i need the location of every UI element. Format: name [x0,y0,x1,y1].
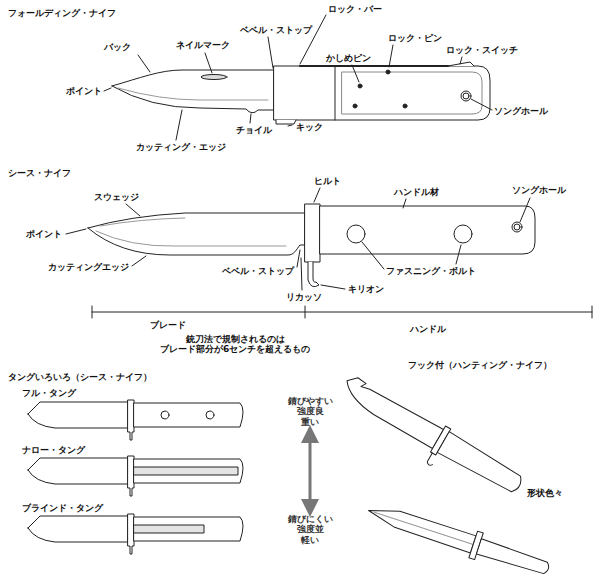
part-name: バック [104,42,131,52]
dimension-label: ハンドル [410,324,446,334]
part-name: ロック・スイッチ [446,45,518,55]
part-name: ロック・バー [328,4,382,14]
part-name: ハンドル材 [394,187,439,197]
scale-note: 錆びにくい 強度並 軽い [288,514,333,545]
various-knife [364,497,552,576]
dimension-line [92,306,592,318]
section-title: フォールディング・ナイフ [8,8,116,18]
part-name: カッティング・エッジ [136,142,226,152]
part-name: キリオン [348,284,384,294]
tang-knives [28,400,243,554]
part-name: ロック・ピン [388,33,442,43]
part-name: ブラインド・タング [22,503,103,513]
part-name: チョイル [236,125,272,135]
sheath-knife [88,204,535,287]
scale-arrow [309,434,312,508]
note: 形状色々 [527,488,563,498]
part-name: リカッソ [286,292,322,302]
part-name: カッティングエッジ [48,262,129,272]
section-title: シース・ナイフ [8,168,71,178]
folding-knife [112,62,490,124]
part-name: ファスニング・ボルト [386,266,476,276]
part-name: ポイント [26,229,62,239]
section-title: フック付（ハンティング・ナイフ） [408,360,552,370]
part-name: かしめピン [326,53,371,63]
section-title: タングいろいろ（シース・ナイフ） [8,372,152,382]
scale-note: 錆びやすい 強度良 重い [288,396,333,427]
dimension-label: ブレード [150,320,186,330]
note: 銃刀法で規制されるのは ブレード部分が6センチを超えるもの [160,334,310,355]
part-name: ベベル・ストップ [222,266,294,276]
part-name: ヒルト [314,176,341,186]
part-name: ソングホール [494,106,548,116]
part-name: フル・タング [22,388,76,398]
leader-lines [104,15,492,140]
part-name: スウェッジ [94,192,139,202]
part-name: ネイルマーク [176,40,230,50]
part-name: ベベル・ストップ [240,25,312,35]
part-name: ソングホール [512,185,566,195]
leader-lines [66,188,530,290]
part-name: キック [296,122,323,132]
part-name: ポイント [66,86,102,96]
hook-knife [331,372,527,509]
part-name: ナロー・タング [22,445,85,455]
